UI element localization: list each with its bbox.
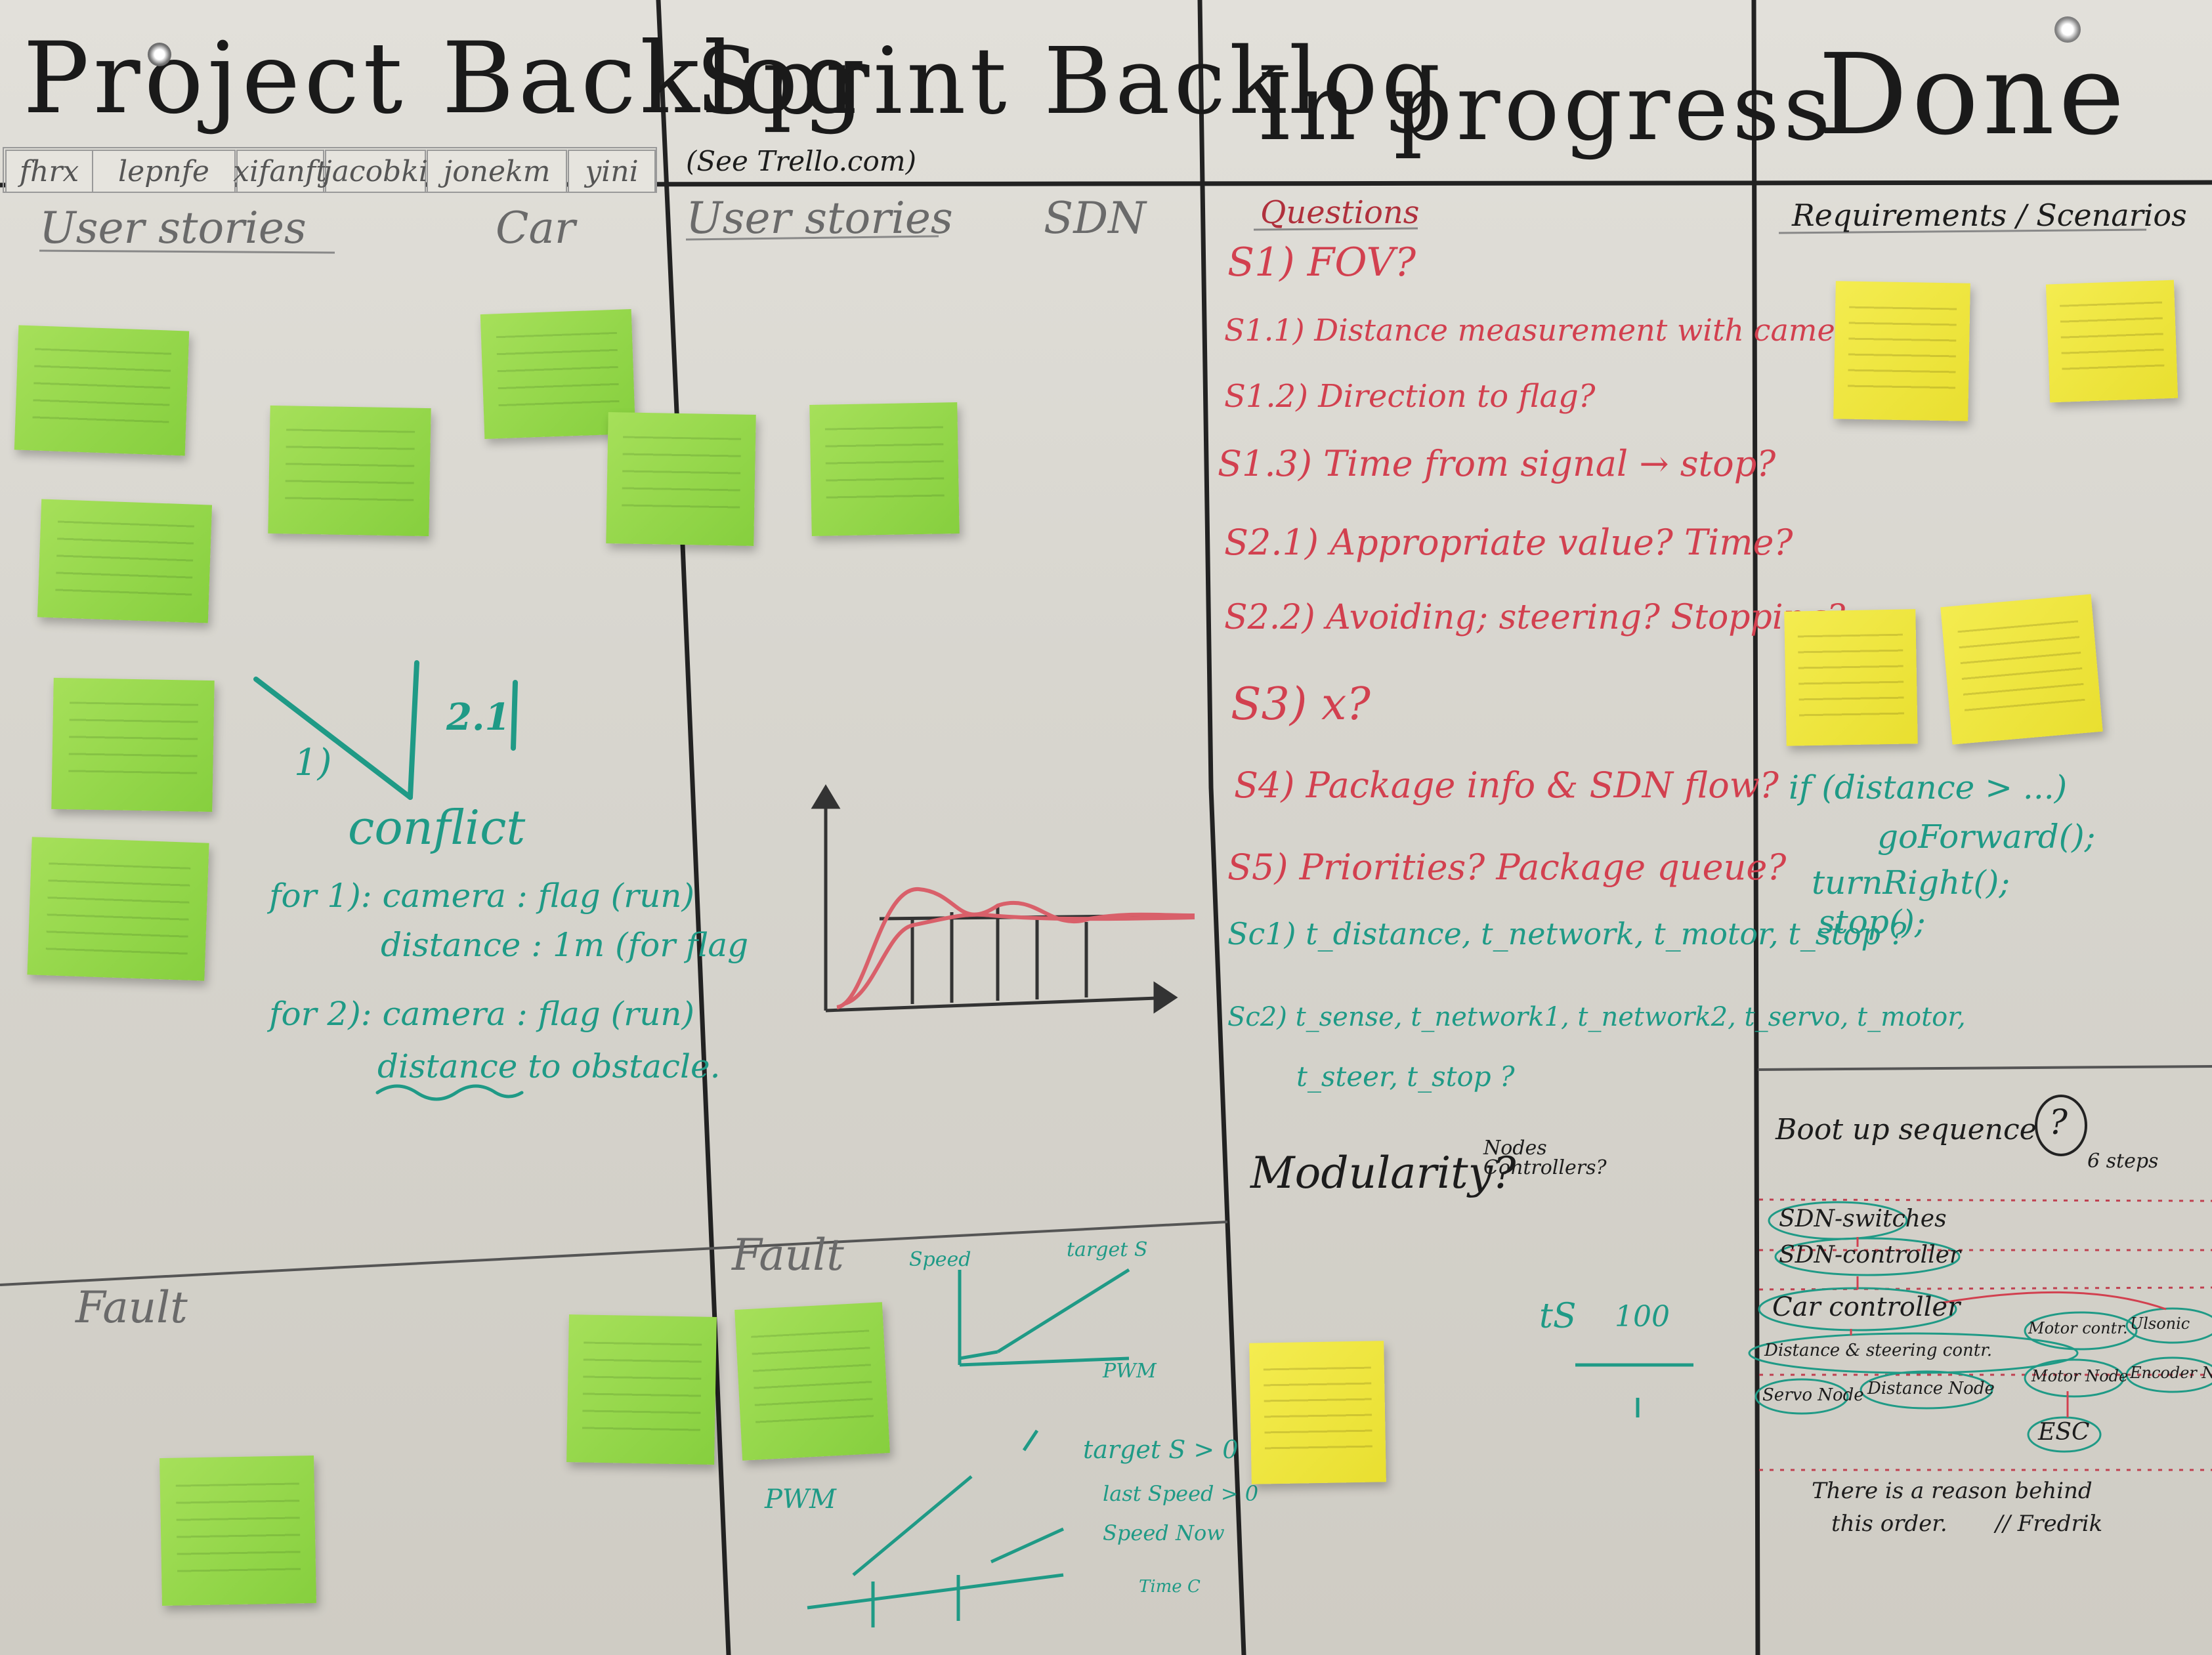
sticky-note[interactable]	[160, 1455, 316, 1606]
boot-node: SDN-controller	[1779, 1242, 1961, 1268]
boot-node: Motor Node	[2031, 1367, 2129, 1385]
sticky-note[interactable]	[734, 1302, 890, 1461]
reason-note: this order.	[1831, 1511, 1947, 1537]
diagram-label-2-1: 2.1	[446, 696, 511, 739]
boot-node: Distance Node	[1867, 1379, 1995, 1398]
sticky-note[interactable]	[1249, 1341, 1386, 1484]
question-item: S1.1) Distance measurement with camera	[1224, 312, 1868, 348]
code-line: goForward();	[1877, 818, 2096, 856]
boot-node: Motor contr.	[2028, 1319, 2128, 1337]
column-done: Done	[1818, 30, 2129, 160]
speed-axis-label: Speed	[909, 1248, 971, 1271]
sticky-note[interactable]	[268, 405, 431, 537]
column-in-progress: In progress	[1257, 54, 1835, 161]
sticky-note[interactable]	[1784, 609, 1918, 746]
magnet-pin	[2054, 16, 2081, 43]
pwm-label: PWM	[765, 1484, 836, 1515]
sticky-note[interactable]	[27, 837, 209, 981]
fault-note: target S > 0	[1083, 1435, 1239, 1464]
target-s-label: target S	[1067, 1238, 1148, 1261]
questions-heading: Questions	[1260, 194, 1420, 231]
question-item: S4) Package info & SDN flow?	[1234, 765, 1779, 806]
sticky-note[interactable]	[14, 325, 190, 456]
code-line: if (distance > ...)	[1789, 768, 2068, 807]
question-item: S1) FOV?	[1227, 240, 1416, 285]
conflict-label: conflict	[348, 800, 526, 855]
question-item: S3) x?	[1231, 679, 1371, 730]
sprint-fault-label: Fault	[732, 1230, 844, 1280]
diagram-label-1: 1)	[294, 742, 332, 784]
sticky-note[interactable]	[51, 677, 215, 812]
reason-note: There is a reason behind	[1812, 1478, 2093, 1504]
boot-sequence-title: Boot up sequence	[1776, 1113, 2037, 1146]
sprint-user-stories-label: User stories	[686, 193, 953, 243]
sticky-note[interactable]	[809, 402, 960, 536]
project-car-label: Car	[496, 203, 576, 253]
code-line: stop();	[1818, 903, 1926, 941]
name-tag: xifanft	[233, 150, 328, 193]
boot-node: Distance & steering contr.	[1764, 1341, 1993, 1360]
conflict-note: for 1): camera : flag (run)	[269, 877, 694, 915]
name-tag: yini	[568, 150, 656, 193]
boot-node: Servo Node	[1762, 1385, 1864, 1405]
project-fault-label: Fault	[75, 1282, 188, 1333]
requirements-heading: Requirements / Scenarios	[1792, 198, 2187, 233]
boot-node: ESC	[2038, 1419, 2090, 1446]
sticky-note[interactable]	[1833, 281, 1970, 421]
question-item: S1.2) Direction to flag?	[1224, 378, 1596, 415]
question-item: S5) Priorities? Package queue?	[1227, 847, 1787, 888]
question-item: S2.1) Appropriate value? Time?	[1224, 522, 1793, 563]
sticky-note[interactable]	[1940, 594, 2103, 745]
six-steps-label: 6 steps	[2087, 1150, 2159, 1173]
fault-note: Time C	[1139, 1577, 1201, 1597]
question-item: S2.2) Avoiding; steering? Stopping?	[1224, 598, 1846, 637]
sticky-note[interactable]	[2045, 280, 2179, 403]
name-tag: lepnfe	[92, 150, 236, 193]
scenario-item: Sc1) t_distance, t_network, t_motor, t_s…	[1227, 916, 1907, 952]
fault-note: Speed Now	[1103, 1520, 1225, 1545]
sprint-subtitle: (See Trello.com)	[686, 145, 916, 177]
boot-question-mark: ?	[2049, 1103, 2068, 1142]
ts-label: tS	[1539, 1297, 1577, 1336]
question-item: S1.3) Time from signal → stop?	[1218, 443, 1776, 484]
boot-node: SDN-switches	[1779, 1205, 1947, 1232]
signature: // Fredrik	[1995, 1511, 2103, 1537]
boot-node: Ulsonic	[2130, 1314, 2190, 1333]
project-user-stories-label: User stories	[39, 203, 307, 253]
scenario-item: Sc2) t_sense, t_network1, t_network2, t_…	[1227, 1002, 1966, 1032]
nodes-controllers-label: Nodes Controllers?	[1483, 1137, 1607, 1179]
boot-node: Encoder Node	[2130, 1364, 2212, 1382]
name-tag: jacobki	[323, 150, 428, 193]
hundred-label: 100	[1615, 1300, 1670, 1333]
boot-node: Car controller	[1772, 1292, 1961, 1322]
sticky-note[interactable]	[606, 412, 756, 546]
magnet-pin	[148, 43, 171, 66]
conflict-note: distance to obstacle.	[377, 1047, 721, 1085]
code-line: turnRight();	[1812, 864, 2010, 902]
sticky-note[interactable]	[566, 1314, 717, 1465]
name-tag: fhrx	[5, 150, 93, 193]
conflict-note: distance : 1m (for flag	[381, 926, 749, 964]
conflict-note: for 2): camera : flag (run)	[269, 995, 694, 1033]
fault-note: last Speed > 0	[1103, 1481, 1259, 1506]
pwm-axis-label: PWM	[1103, 1360, 1157, 1383]
sticky-note[interactable]	[37, 499, 213, 623]
sprint-sdn-label: SDN	[1044, 193, 1146, 243]
modularity-label: Modularity?	[1250, 1148, 1516, 1198]
scenario-item: t_steer, t_stop ?	[1296, 1060, 1515, 1093]
column-sprint-backlog: Sprint Backlog	[696, 28, 1445, 135]
name-tag: jonekm	[427, 150, 567, 193]
